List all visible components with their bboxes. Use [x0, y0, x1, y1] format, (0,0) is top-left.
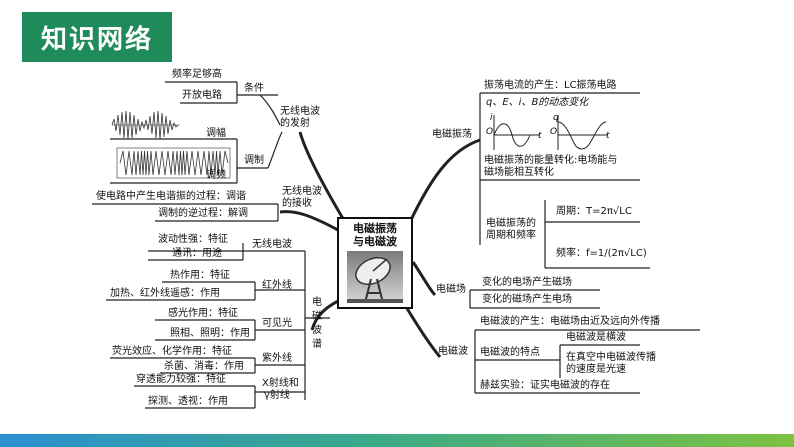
wave-feature-speed-2: 的速度是光速 — [566, 364, 626, 375]
uv-use: 杀菌、消毒：作用 — [164, 361, 244, 372]
graph-i-axis: i — [490, 113, 493, 123]
radio-telescope-image — [347, 251, 403, 303]
infrared-label: 红外线 — [262, 280, 292, 291]
am-label: 调幅 — [206, 128, 226, 139]
xray-use: 探测、透视：作用 — [148, 396, 228, 407]
radio-wave-label: 无线电波 — [252, 239, 292, 250]
fm-label: 调频 — [206, 170, 226, 181]
branch-oscillation — [408, 138, 481, 223]
field-label: 电磁场 — [436, 284, 466, 295]
reception-title-2: 的接收 — [282, 198, 312, 209]
footer-bar — [0, 434, 794, 447]
graph-q-origin: O — [550, 127, 558, 137]
fm-waveform-icon — [116, 147, 231, 179]
branch-spectrum — [310, 298, 341, 331]
graph-i-t — [493, 115, 540, 150]
tuning-text: 使电路中产生电谐振的过程：调谐 — [96, 191, 246, 202]
field-item-2: 变化的磁场产生电场 — [482, 294, 572, 305]
period-frequency-1: 电磁振荡的 — [486, 218, 536, 229]
am-waveform-icon — [111, 110, 180, 140]
xray-label-2: γ射线 — [264, 390, 290, 401]
branch-field — [411, 261, 437, 297]
oscillation-label: 电磁振荡 — [432, 129, 472, 140]
infrared-use: 加热、红外线遥感：作用 — [110, 288, 220, 299]
center-topic: 电磁振荡 与电磁波 — [337, 217, 413, 309]
lc-generation: 振荡电流的产生：LC振荡电路 — [484, 80, 617, 91]
demodulation-text: 调制的逆过程：解调 — [158, 208, 248, 219]
wave-feature-speed-1: 在真空中电磁波传播 — [566, 352, 656, 363]
energy-conversion-2: 磁场能相互转化 — [484, 167, 554, 178]
graph-q-axis: q — [553, 113, 559, 123]
wave-generation: 电磁波的产生：电磁场由近及远向外传播 — [480, 316, 660, 327]
wave-features-label: 电磁波的特点 — [480, 347, 540, 358]
condition-high-frequency: 频率足够高 — [172, 69, 222, 80]
radio-use: 通讯：用途 — [172, 248, 222, 259]
period-formula: 周期：T=2π√LC — [556, 206, 632, 217]
emission-title-2: 的发射 — [280, 118, 310, 129]
uv-feature: 荧光效应、化学作用：特征 — [112, 346, 232, 357]
modulation-label: 调制 — [244, 155, 264, 166]
emission-title-1: 无线电波 — [280, 106, 320, 117]
reception-title-1: 无线电波 — [282, 186, 322, 197]
condition-open-circuit: 开放电路 — [182, 90, 222, 101]
infrared-feature: 热作用：特征 — [170, 270, 230, 281]
frequency-formula: 频率：f=1/(2π√LC) — [556, 248, 647, 259]
wave-feature-transverse: 电磁波是横波 — [566, 332, 626, 343]
visible-feature: 感光作用：特征 — [168, 308, 238, 319]
visible-light-label: 可见光 — [262, 318, 292, 329]
uv-label: 紫外线 — [262, 353, 292, 364]
branch-wave — [403, 304, 442, 358]
dynamic-change: q、E、i、B的动态变化 — [486, 97, 589, 108]
branch-reception — [279, 210, 339, 232]
visible-use: 照相、照明：作用 — [170, 328, 250, 339]
radio-feature: 波动性强：特征 — [158, 234, 228, 245]
xray-feature: 穿透能力较强：特征 — [136, 374, 226, 385]
graph-q-t: t — [606, 131, 610, 141]
xray-label-1: X射线和 — [262, 378, 299, 389]
wave-label: 电磁波 — [438, 346, 468, 357]
center-title: 电磁振荡 与电磁波 — [353, 222, 397, 248]
graph-i-t: t — [538, 131, 542, 141]
energy-conversion-1: 电磁振荡的能量转化:电场能与 — [484, 155, 618, 166]
hertz-experiment: 赫兹实验：证实电磁波的存在 — [480, 380, 610, 391]
spectrum-title: 电 磁 波 谱 — [312, 297, 322, 350]
conditions-label: 条件 — [244, 83, 264, 94]
field-item-1: 变化的电场产生磁场 — [482, 277, 572, 288]
period-frequency-2: 周期和频率 — [486, 230, 536, 241]
branch-emission — [298, 131, 347, 223]
page-title: 知识网络 — [22, 12, 172, 62]
graph-q-t — [557, 115, 608, 150]
graph-i-origin: O — [486, 127, 494, 137]
